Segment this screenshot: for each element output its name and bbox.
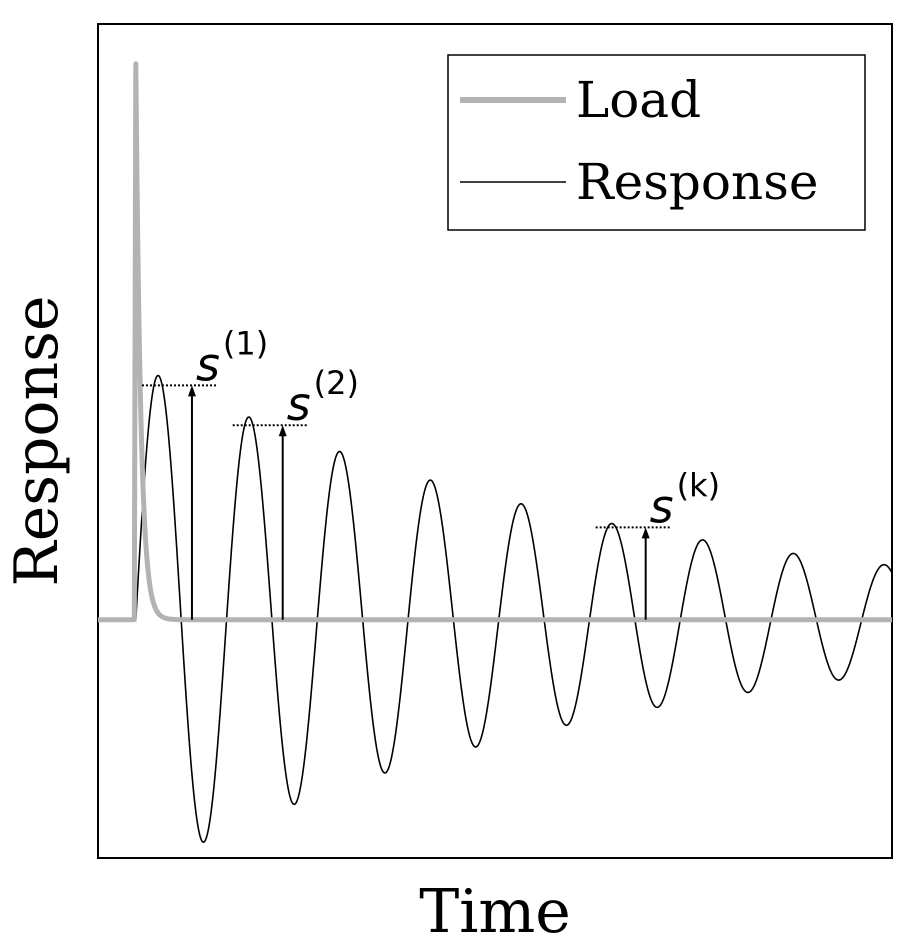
peak-label-symbol: s <box>196 337 220 391</box>
arrow-head <box>278 425 287 437</box>
x-axis-label: Time <box>419 877 571 940</box>
response-series-line <box>98 374 893 843</box>
legend-label-response: Response <box>576 153 818 211</box>
peak-label-superscript: (k) <box>677 466 721 504</box>
legend-label-load: Load <box>576 71 701 129</box>
peak-label-symbol: s <box>650 479 674 533</box>
peak-annotation: s(1) <box>141 324 268 620</box>
peak-label-symbol: s <box>287 377 311 431</box>
plot-area <box>96 61 894 843</box>
peak-label: s(k) <box>650 466 720 533</box>
peak-label-superscript: (1) <box>223 324 268 362</box>
peak-label: s(2) <box>287 364 359 431</box>
annotations: s(1)s(2)s(k) <box>141 324 720 620</box>
arrow-head <box>641 527 650 539</box>
peak-label-superscript: (2) <box>314 364 359 402</box>
peak-annotation: s(2) <box>232 364 359 620</box>
legend: Load Response <box>447 54 866 231</box>
arrow-head <box>187 385 196 397</box>
legend-box <box>447 54 866 231</box>
peak-annotation: s(k) <box>595 466 720 620</box>
y-axis-label: Response <box>2 296 72 587</box>
load-series-line <box>96 61 894 623</box>
peak-label: s(1) <box>196 324 268 391</box>
